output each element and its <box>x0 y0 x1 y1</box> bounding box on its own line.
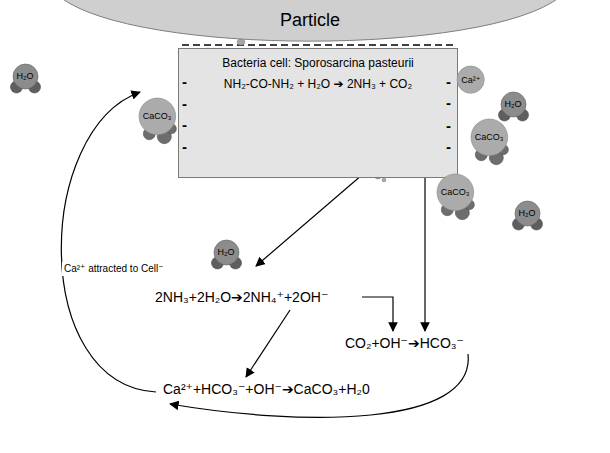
water-molecule: H₂O <box>13 64 38 89</box>
ion-circle <box>457 66 484 93</box>
charge-sign: - <box>446 94 451 111</box>
calcium-atom <box>471 119 508 156</box>
node-title: H₂O <box>218 247 235 258</box>
oxygen-atom <box>13 64 38 89</box>
water-molecule: H₂O <box>501 92 526 117</box>
calcite-molecule: CaCO₃ <box>139 98 176 135</box>
arrow <box>246 310 290 377</box>
oxygen-atom <box>501 92 526 117</box>
cell-outline <box>179 49 458 178</box>
particle-shape <box>60 0 560 41</box>
reaction-equation: CO₂+OH⁻➔HCO₃⁻ <box>345 335 464 351</box>
blob <box>237 39 245 45</box>
reaction-equation: 2NH₃+2H₂O➔2NH₄⁺+2OH⁻ <box>155 289 328 305</box>
node-title: H₂O <box>519 208 536 219</box>
charge-sign: - <box>446 73 451 90</box>
node-title: Particle <box>280 10 340 32</box>
calcium-atom <box>437 174 474 211</box>
dashed-boundary <box>182 44 456 46</box>
charge-sign: - <box>446 117 451 134</box>
node-title: Ca²⁺ <box>461 75 480 86</box>
bacteria-cell: Bacteria cell: Sporosarcina pasteuriiNH₂… <box>178 48 458 178</box>
charge-sign: - <box>182 95 187 112</box>
oxygen-atom <box>214 240 239 265</box>
oxygen-atom <box>515 201 540 226</box>
water-molecule: H₂O <box>214 240 239 265</box>
node-title: H₂O <box>505 99 522 110</box>
charge-sign: - <box>182 116 187 133</box>
node-title: H₂O <box>17 71 34 82</box>
calcium-ion: Ca²⁺ <box>457 66 484 93</box>
particle: Particle <box>60 0 560 42</box>
arrow <box>61 92 156 392</box>
calcite-molecule: CaCO₃ <box>471 119 508 156</box>
charge-sign: - <box>182 138 187 155</box>
charge-sign: - <box>182 73 187 90</box>
node-title: Bacteria cell: Sporosarcina pasteurii <box>222 56 413 70</box>
water-molecule: H₂O <box>515 201 540 226</box>
arrow <box>362 297 393 331</box>
calcite-molecule: CaCO₃ <box>437 174 474 211</box>
node-body: NH₂-CO-NH₂ + H₂O ➔ 2NH₃ + CO₂ <box>224 77 412 91</box>
node-title: CaCO₃ <box>441 187 470 198</box>
reaction-equation: Ca²⁺+HCO₃⁻+OH⁻➔CaCO₃+H₂0 <box>163 381 370 397</box>
note-label: Ca²⁺ attracted to Cell⁻ <box>62 262 165 276</box>
calcium-atom <box>139 98 176 135</box>
node-title: CaCO₃ <box>143 111 172 122</box>
node-title: CaCO₃ <box>475 132 504 143</box>
blob <box>382 178 386 182</box>
charge-sign: - <box>446 138 451 155</box>
